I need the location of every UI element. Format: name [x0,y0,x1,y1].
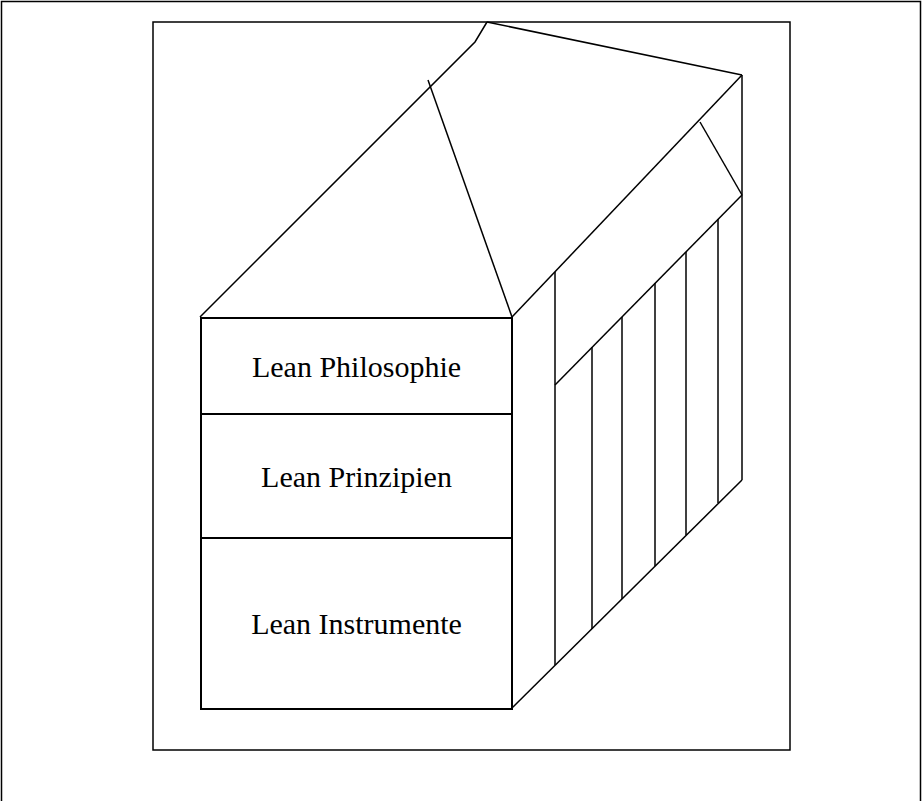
roof-ridge [487,22,742,75]
column [621,317,623,599]
column [685,252,687,535]
column [717,219,719,503]
layer-label: Lean Prinzipien [261,460,452,493]
layer-label: Lean Instrumente [251,607,462,640]
layer-box: Lean Prinzipien [200,413,513,539]
layer-box: Lean Philosophie [200,317,513,415]
column [554,272,556,665]
side-base [512,480,742,708]
column [591,347,593,629]
layer-box: Lean Instrumente [200,537,513,710]
figure-frame [153,22,790,750]
column [654,283,656,566]
roof-eave [512,75,742,317]
entablature [555,195,742,385]
roof-edge [200,22,487,317]
roof-edge [428,80,512,317]
layer-label: Lean Philosophie [252,350,461,383]
roof-edge [700,122,742,195]
side-edge [741,75,743,480]
